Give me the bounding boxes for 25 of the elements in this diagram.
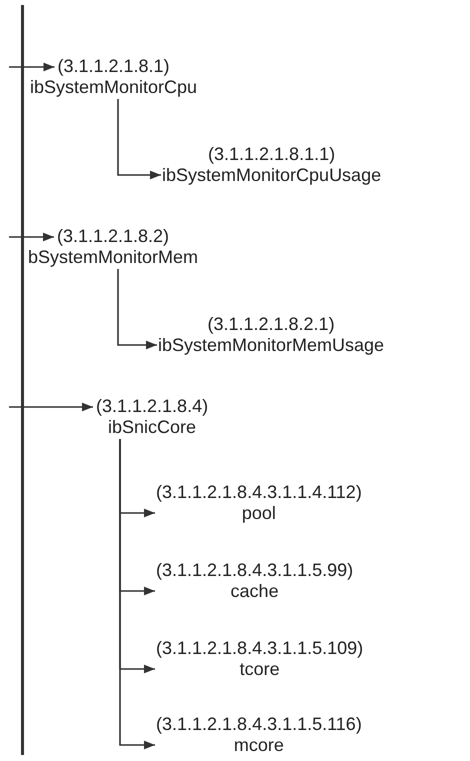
object-name: pool: [242, 503, 276, 524]
object-name: ibSystemMonitorCpuUsage: [162, 165, 382, 186]
arrow: [117, 269, 157, 350]
arrow: [117, 99, 161, 180]
oid-label: (3.1.1.2.1.8.4): [96, 396, 208, 417]
object-name: tcore: [240, 659, 280, 680]
object-name: ibSystemMonitorCpu: [30, 77, 198, 98]
trunk-line: [21, 5, 24, 755]
oid-label: (3.1.1.2.1.8.4.3.1.1.4.112): [156, 482, 362, 503]
oid-label: (3.1.1.2.1.8.4.3.1.1.5.116): [156, 714, 362, 735]
object-name: cache: [230, 581, 279, 602]
oid-label: (3.1.1.2.1.8.4.3.1.1.5.99): [156, 560, 354, 581]
arrow: [119, 439, 155, 750]
oid-label: (3.1.1.2.1.8.2): [56, 226, 170, 247]
object-name: mcore: [234, 735, 284, 756]
object-name: bSystemMonitorMem: [28, 247, 198, 268]
arrow: [9, 232, 54, 242]
oid-label: (3.1.1.2.1.8.1.1): [208, 144, 336, 165]
arrow: [9, 402, 93, 412]
oid-label: (3.1.1.2.1.8.2.1): [207, 314, 335, 335]
oid-label: (3.1.1.2.1.8.4.3.1.1.5.109): [156, 638, 364, 659]
object-name: ibSystemMonitorMemUsage: [158, 335, 384, 356]
arrow: [9, 62, 54, 72]
oid-label: (3.1.1.2.1.8.1): [57, 56, 170, 77]
object-name: ibSnicCore: [108, 417, 196, 438]
